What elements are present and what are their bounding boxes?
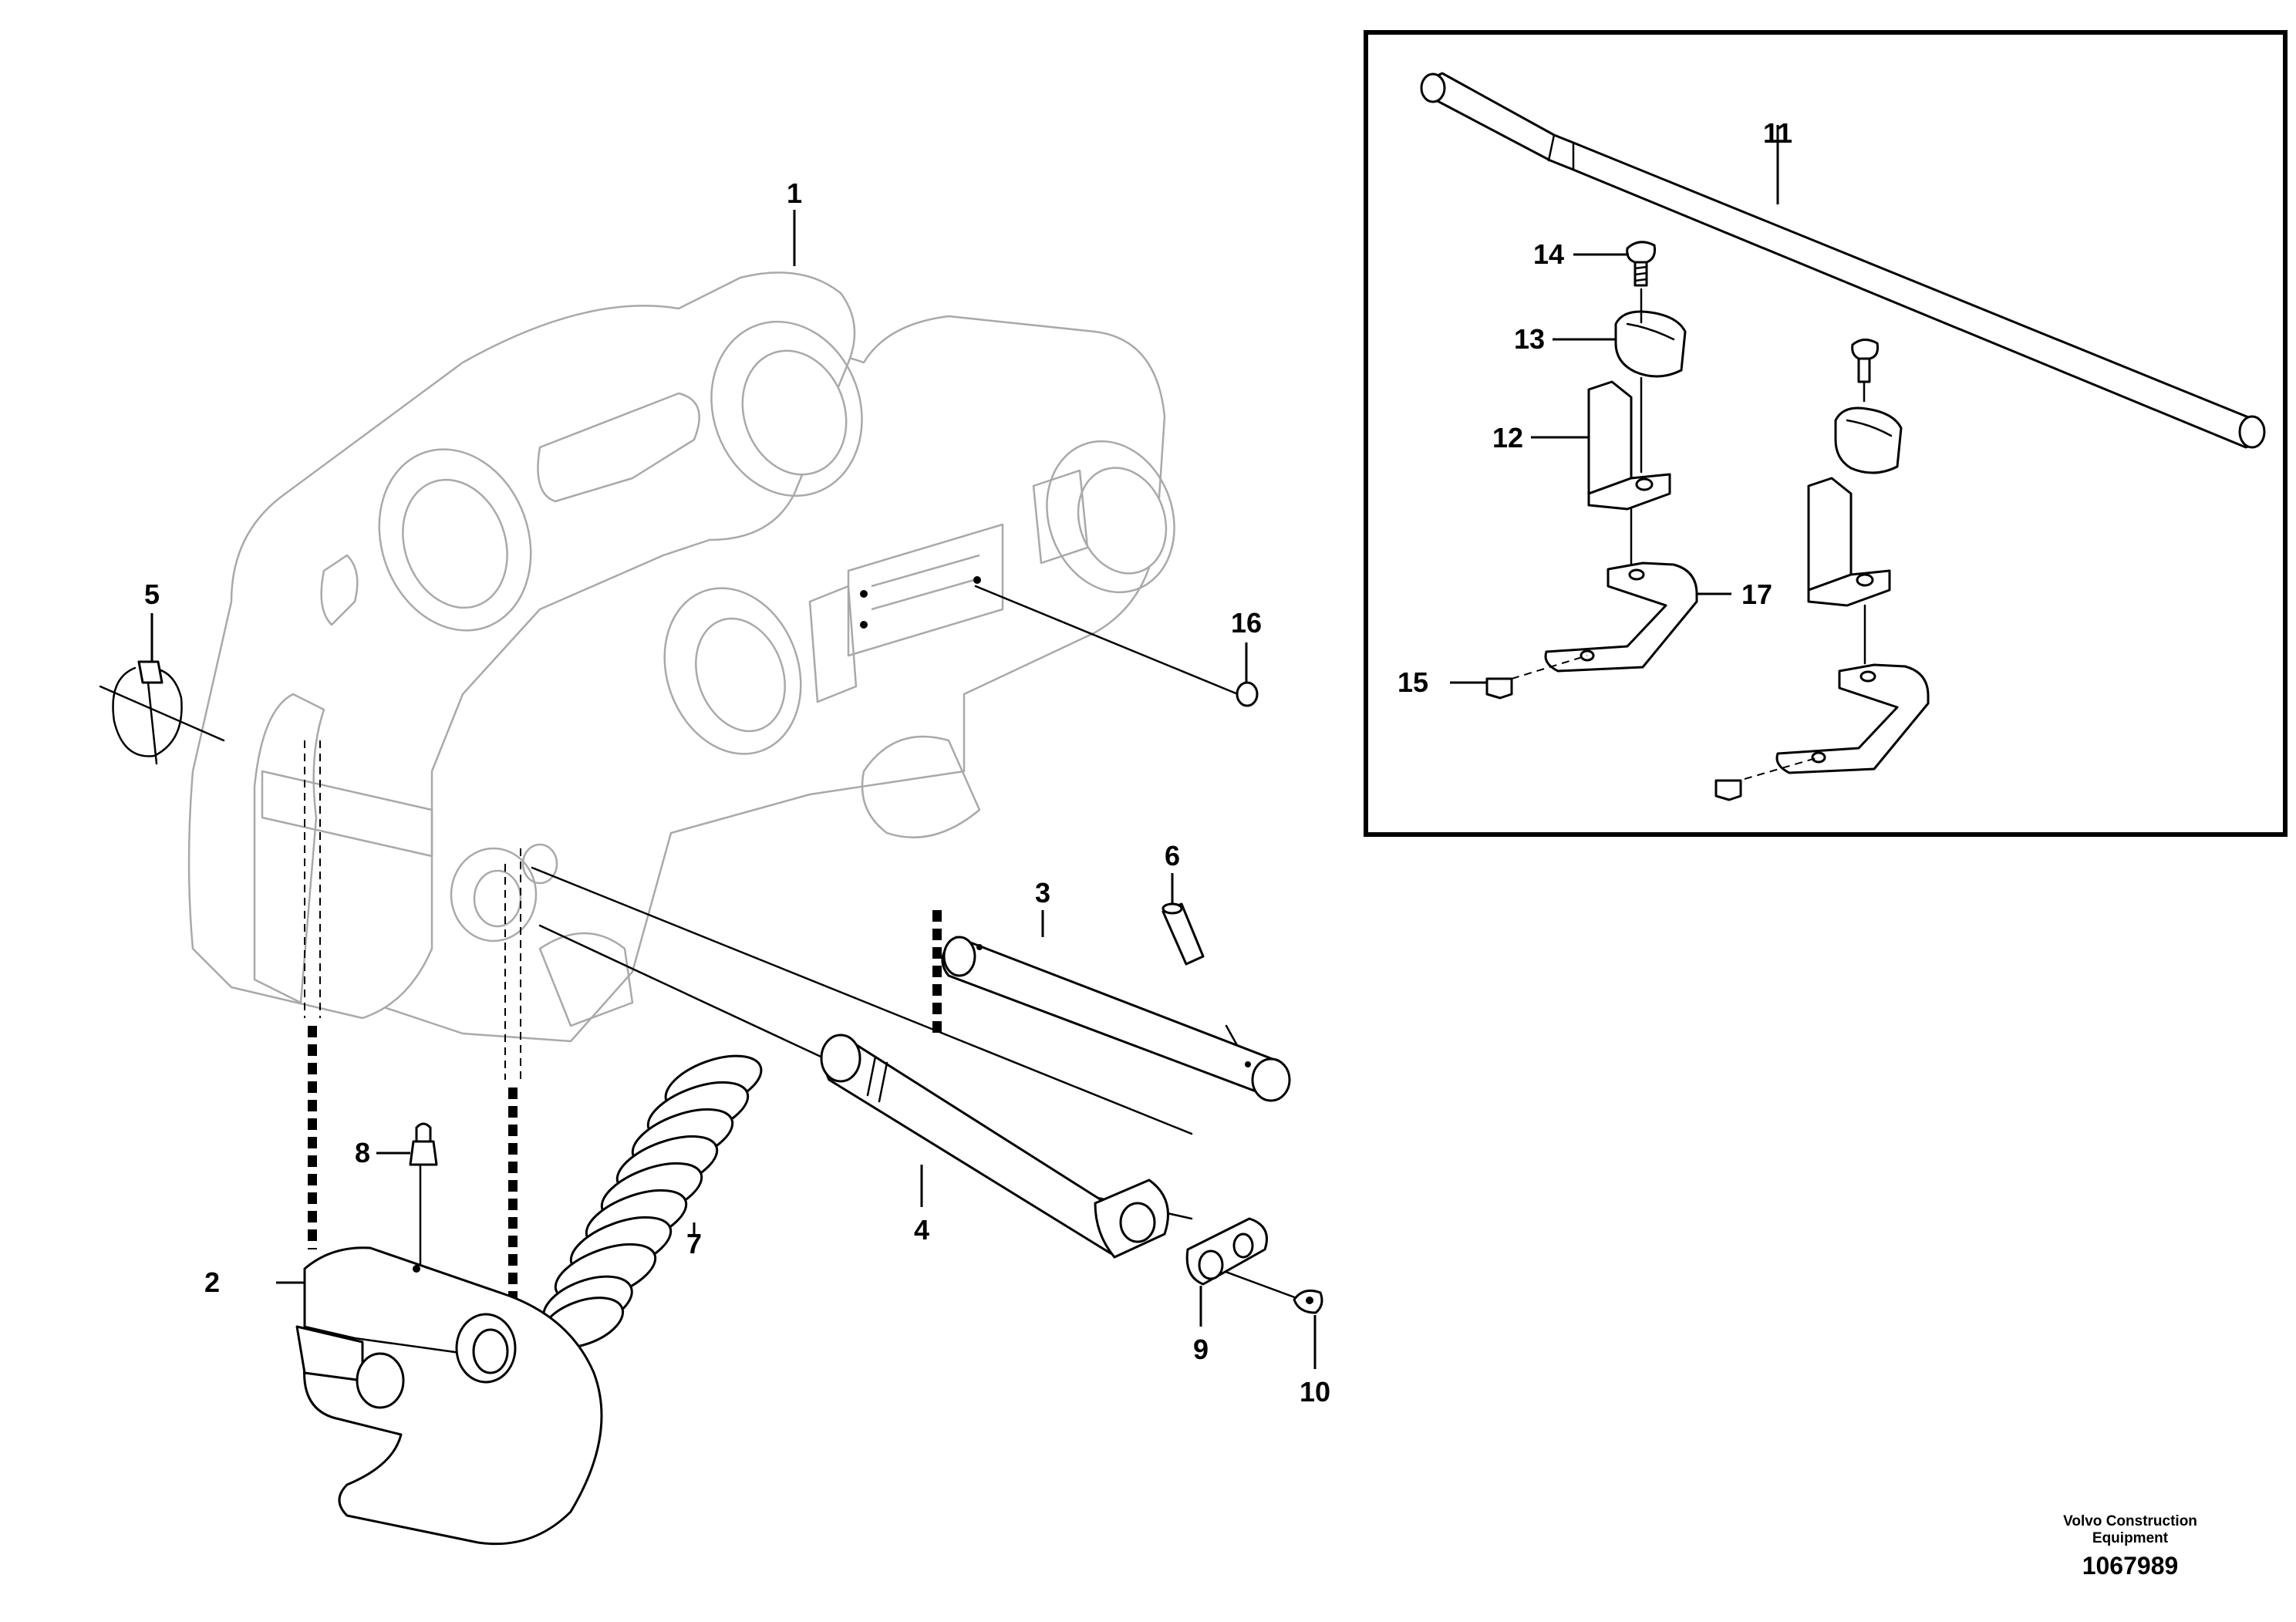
inset-panel [1364, 30, 2288, 837]
plug-16 [1236, 681, 1259, 707]
linch-pin-5 [112, 660, 183, 765]
screw-10 [1293, 1290, 1323, 1314]
rod-11 [1420, 72, 2266, 449]
plate-9 [1185, 1217, 1268, 1286]
callout-3: 3 [1035, 877, 1050, 909]
bracket-assembly-right [1714, 339, 1930, 801]
callout-16: 16 [1231, 607, 1262, 639]
roll-pin-6 [1161, 902, 1205, 966]
callout-14: 14 [1533, 238, 1564, 270]
callouts: 1 2 3 4 5 6 7 8 9 10 11 12 13 14 15 16 1… [144, 117, 1792, 1408]
spring-7 [540, 1054, 763, 1349]
callout-1: 1 [787, 177, 802, 209]
callout-9: 9 [1193, 1334, 1209, 1365]
drawing-number: 1067989 [2082, 1552, 2179, 1580]
callout-7: 7 [686, 1228, 702, 1259]
callout-6: 6 [1165, 840, 1180, 872]
brand-label: Volvo Construction Equipment [2045, 1513, 2215, 1547]
callout-15: 15 [1397, 666, 1428, 698]
pin-4 [820, 1034, 1169, 1259]
bracket-assembly-left [1485, 241, 1698, 700]
callout-4: 4 [914, 1214, 929, 1246]
pin-3 [941, 936, 1291, 1102]
leader-lines [150, 210, 1317, 1369]
callout-11: 11 [1763, 117, 1792, 149]
coupler-frame [187, 271, 1175, 1080]
callout-8: 8 [355, 1137, 370, 1168]
brand-line-2: Equipment [2092, 1530, 2169, 1546]
brand-line-1: Volvo Construction [2063, 1513, 2197, 1529]
callout-12: 12 [1492, 422, 1523, 454]
callout-13: 13 [1514, 323, 1545, 355]
callout-2: 2 [204, 1266, 220, 1298]
callout-10: 10 [1300, 1376, 1330, 1408]
locking-hook-2 [295, 1246, 603, 1546]
grease-nipple-8 [409, 1122, 438, 1166]
callout-5: 5 [144, 578, 160, 610]
callout-17: 17 [1741, 578, 1772, 610]
